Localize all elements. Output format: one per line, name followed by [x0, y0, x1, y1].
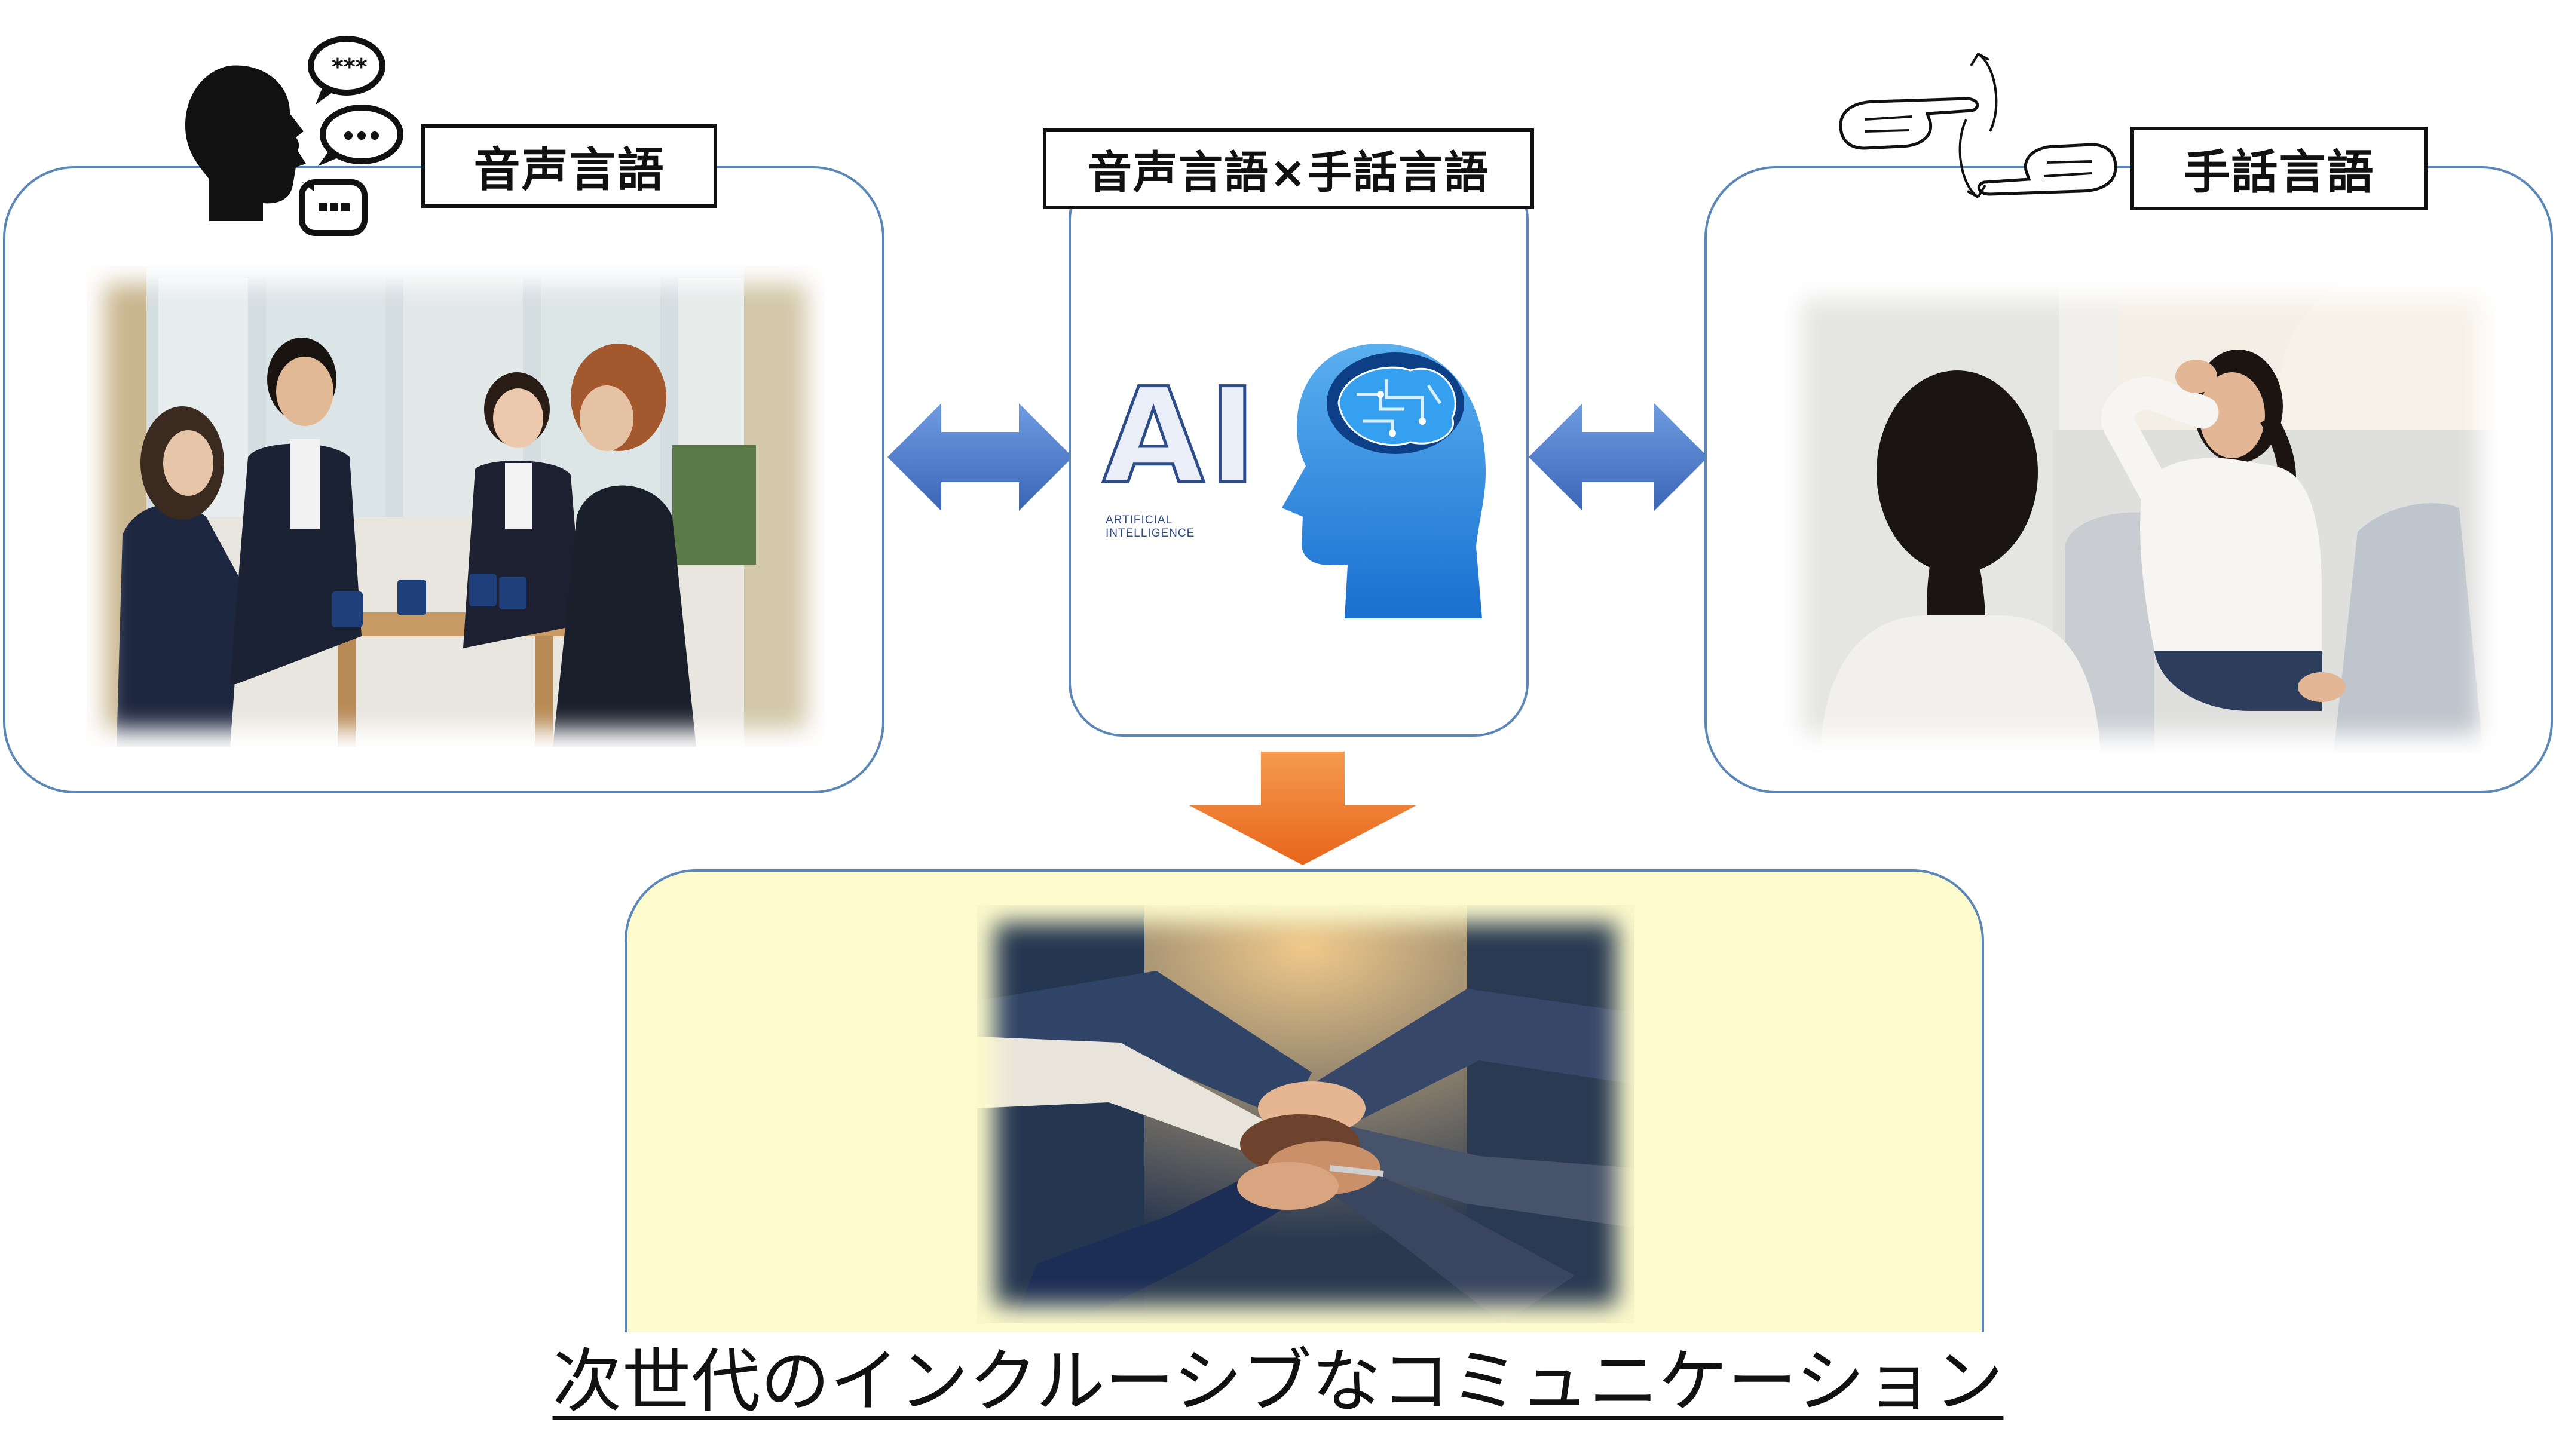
down-arrow — [1189, 752, 1416, 865]
double-arrow-right — [1529, 403, 1708, 511]
double-arrow-left — [887, 403, 1073, 511]
result-caption: 次世代のインクルーシブなコミュニケーション — [552, 1341, 2004, 1422]
ai-subtext: ARTIFICIAL INTELLIGENCE — [1106, 514, 1195, 540]
team-hands-together-photo — [977, 905, 1634, 1323]
ai-text: AI — [1101, 360, 1261, 513]
speaking-head-with-speech-bubbles-icon: *** — [173, 24, 412, 245]
sign-language-label: 手話言語 — [2130, 127, 2428, 210]
sign-language-hands-icon — [1829, 42, 2128, 209]
combined-language-label: 音声言語×手話言語 — [1043, 128, 1534, 209]
sign-language-conversation-photo — [1784, 281, 2498, 753]
ai-brain-head-icon — [1273, 338, 1494, 624]
spoken-language-label: 音声言語 — [421, 124, 717, 208]
business-meeting-photo — [87, 266, 825, 747]
svg-text:***: *** — [332, 54, 368, 80]
